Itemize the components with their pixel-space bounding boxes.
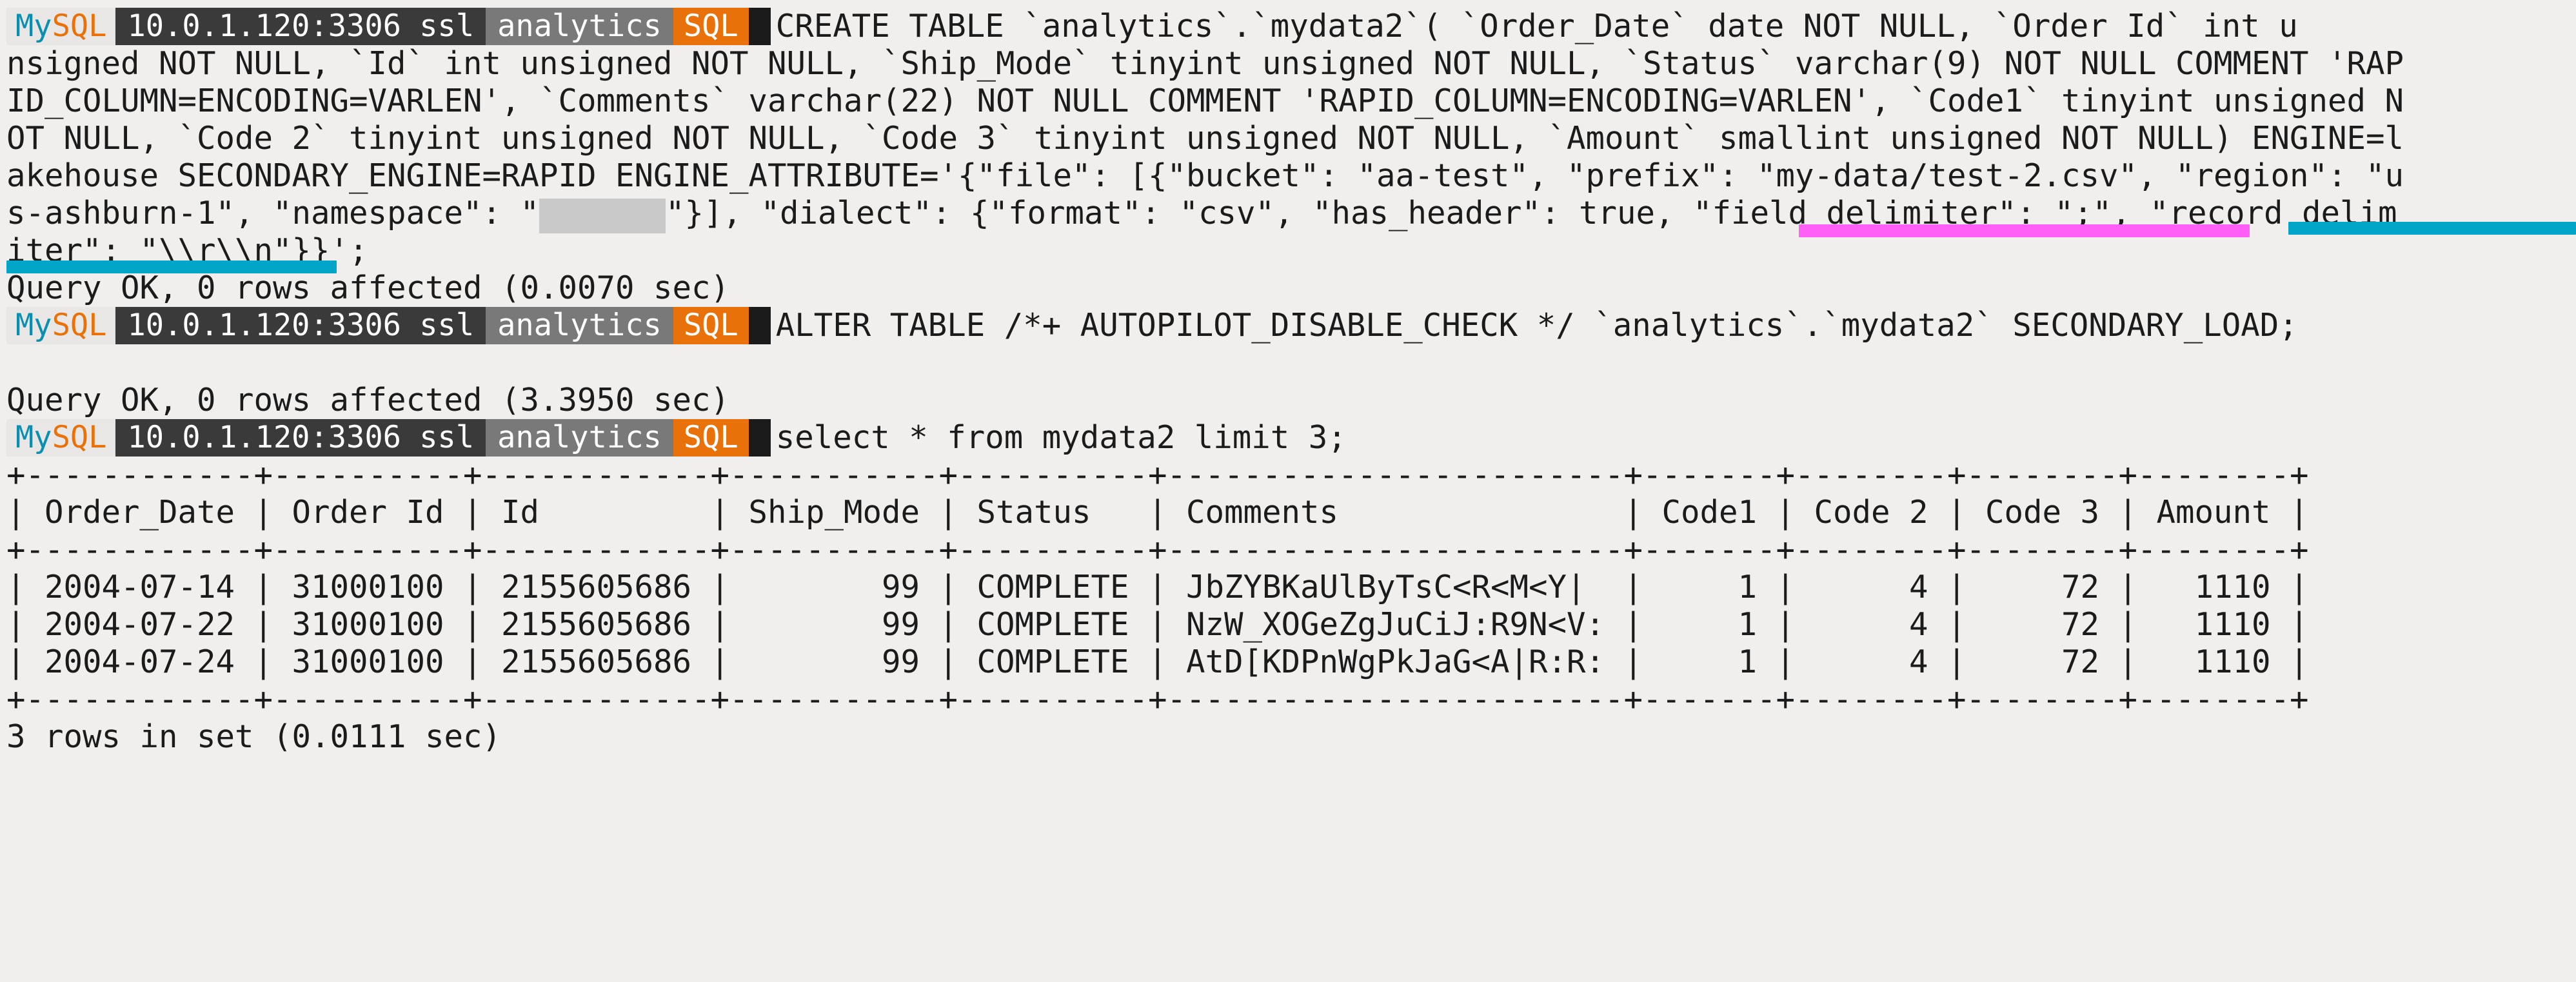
prompt-schema-segment: analytics	[486, 8, 673, 45]
table-row: | 2004-07-14 | 31000100 | 2155605686 | 9…	[0, 569, 2576, 606]
table-row: | 2004-07-24 | 31000100 | 2155605686 | 9…	[0, 643, 2576, 681]
prompt-schema-segment: analytics	[486, 419, 673, 457]
command-wrap-line-final: iter": "\\r\\n"}}';	[0, 232, 2576, 273]
brand-sql-text: SQL	[52, 420, 107, 455]
prompt-cursor-block	[748, 8, 771, 45]
table-rule-text: +------------+----------+------------+--…	[6, 531, 2309, 568]
table-row-text: | 2004-07-24 | 31000100 | 2155605686 | 9…	[6, 643, 2309, 680]
command-wrap-text: ID_COLUMN=ENCODING=VARLEN', `Comments` v…	[6, 83, 2404, 119]
prompt-host-segment: 10.0.1.120:3306 ssl	[115, 307, 486, 344]
table-header-text: | Order_Date | Order Id | Id | Ship_Mode…	[6, 494, 2309, 531]
result-line-secondary-load: Query OK, 0 rows affected (3.3950 sec)	[0, 382, 2576, 419]
blank-line	[0, 344, 2576, 382]
command-wrap-text: OT NULL, `Code 2` tinyint unsigned NOT N…	[6, 120, 2404, 157]
command-wrap-text: nsigned NOT NULL, `Id` int unsigned NOT …	[6, 45, 2404, 82]
table-rule-text: +------------+----------+------------+--…	[6, 457, 2309, 493]
cyan-highlight-underline-left	[6, 260, 337, 273]
result-line-create-table: Query OK, 0 rows affected (0.0070 sec)	[0, 270, 2576, 307]
redacted-namespace-block	[539, 199, 666, 233]
query-status-text: Query OK, 0 rows affected (0.0070 sec)	[6, 270, 730, 306]
prompt-cursor-block	[748, 419, 771, 457]
command-wrap-line: nsigned NOT NULL, `Id` int unsigned NOT …	[0, 45, 2576, 83]
table-row: | 2004-07-22 | 31000100 | 2155605686 | 9…	[0, 606, 2576, 643]
prompt-mode-segment: SQL	[673, 307, 749, 344]
table-rule-mid: +------------+----------+------------+--…	[0, 531, 2576, 569]
brand-my-text: My	[15, 8, 52, 44]
prompt-mode-segment: SQL	[673, 419, 749, 457]
table-rule-bottom: +------------+----------+------------+--…	[0, 681, 2576, 718]
clipped-previous-line	[0, 0, 2576, 8]
result-line-select: 3 rows in set (0.0111 sec)	[0, 718, 2576, 756]
table-header-row: | Order_Date | Order Id | Id | Ship_Mode…	[0, 494, 2576, 531]
command-wrap-text-before-redaction: s-ashburn-1", "namespace": "	[6, 195, 540, 231]
brand-sql-text: SQL	[52, 308, 107, 343]
prompt-cursor-block	[748, 307, 771, 344]
command-wrap-line: OT NULL, `Code 2` tinyint unsigned NOT N…	[0, 120, 2576, 157]
brand-sql-text: SQL	[52, 8, 107, 44]
brand-my-text: My	[15, 420, 52, 455]
prompt-host-segment: 10.0.1.120:3306 ssl	[115, 8, 486, 45]
command-wrap-line: akehouse SECONDARY_ENGINE=RAPID ENGINE_A…	[0, 157, 2576, 195]
table-rule-text: +------------+----------+------------+--…	[6, 681, 2309, 718]
table-row-text: | 2004-07-14 | 31000100 | 2155605686 | 9…	[6, 569, 2309, 605]
pink-highlight-underline	[1799, 224, 2250, 237]
cyan-highlight-underline-right	[2288, 222, 2576, 235]
brand-my-text: My	[15, 308, 52, 343]
prompt-schema-segment: analytics	[486, 307, 673, 344]
command-wrap-line: ID_COLUMN=ENCODING=VARLEN', `Comments` v…	[0, 83, 2576, 120]
command-text: ALTER TABLE /*+ AUTOPILOT_DISABLE_CHECK …	[775, 307, 2298, 344]
prompt-host-segment: 10.0.1.120:3306 ssl	[115, 419, 486, 457]
table-rule-top: +------------+----------+------------+--…	[0, 457, 2576, 494]
query-status-text: Query OK, 0 rows affected (3.3950 sec)	[6, 382, 730, 418]
command-text: CREATE TABLE `analytics`.`mydata2`( `Ord…	[775, 8, 2298, 44]
prompt-mode-segment: SQL	[673, 8, 749, 45]
command-text: select * from mydata2 limit 3;	[775, 419, 1347, 456]
table-row-text: | 2004-07-22 | 31000100 | 2155605686 | 9…	[6, 606, 2309, 643]
query-status-text: 3 rows in set (0.0111 sec)	[6, 718, 502, 755]
command-wrap-text: akehouse SECONDARY_ENGINE=RAPID ENGINE_A…	[6, 157, 2404, 194]
command-wrap-line-redacted: s-ashburn-1", "namespace": ""}], "dialec…	[0, 195, 2576, 237]
